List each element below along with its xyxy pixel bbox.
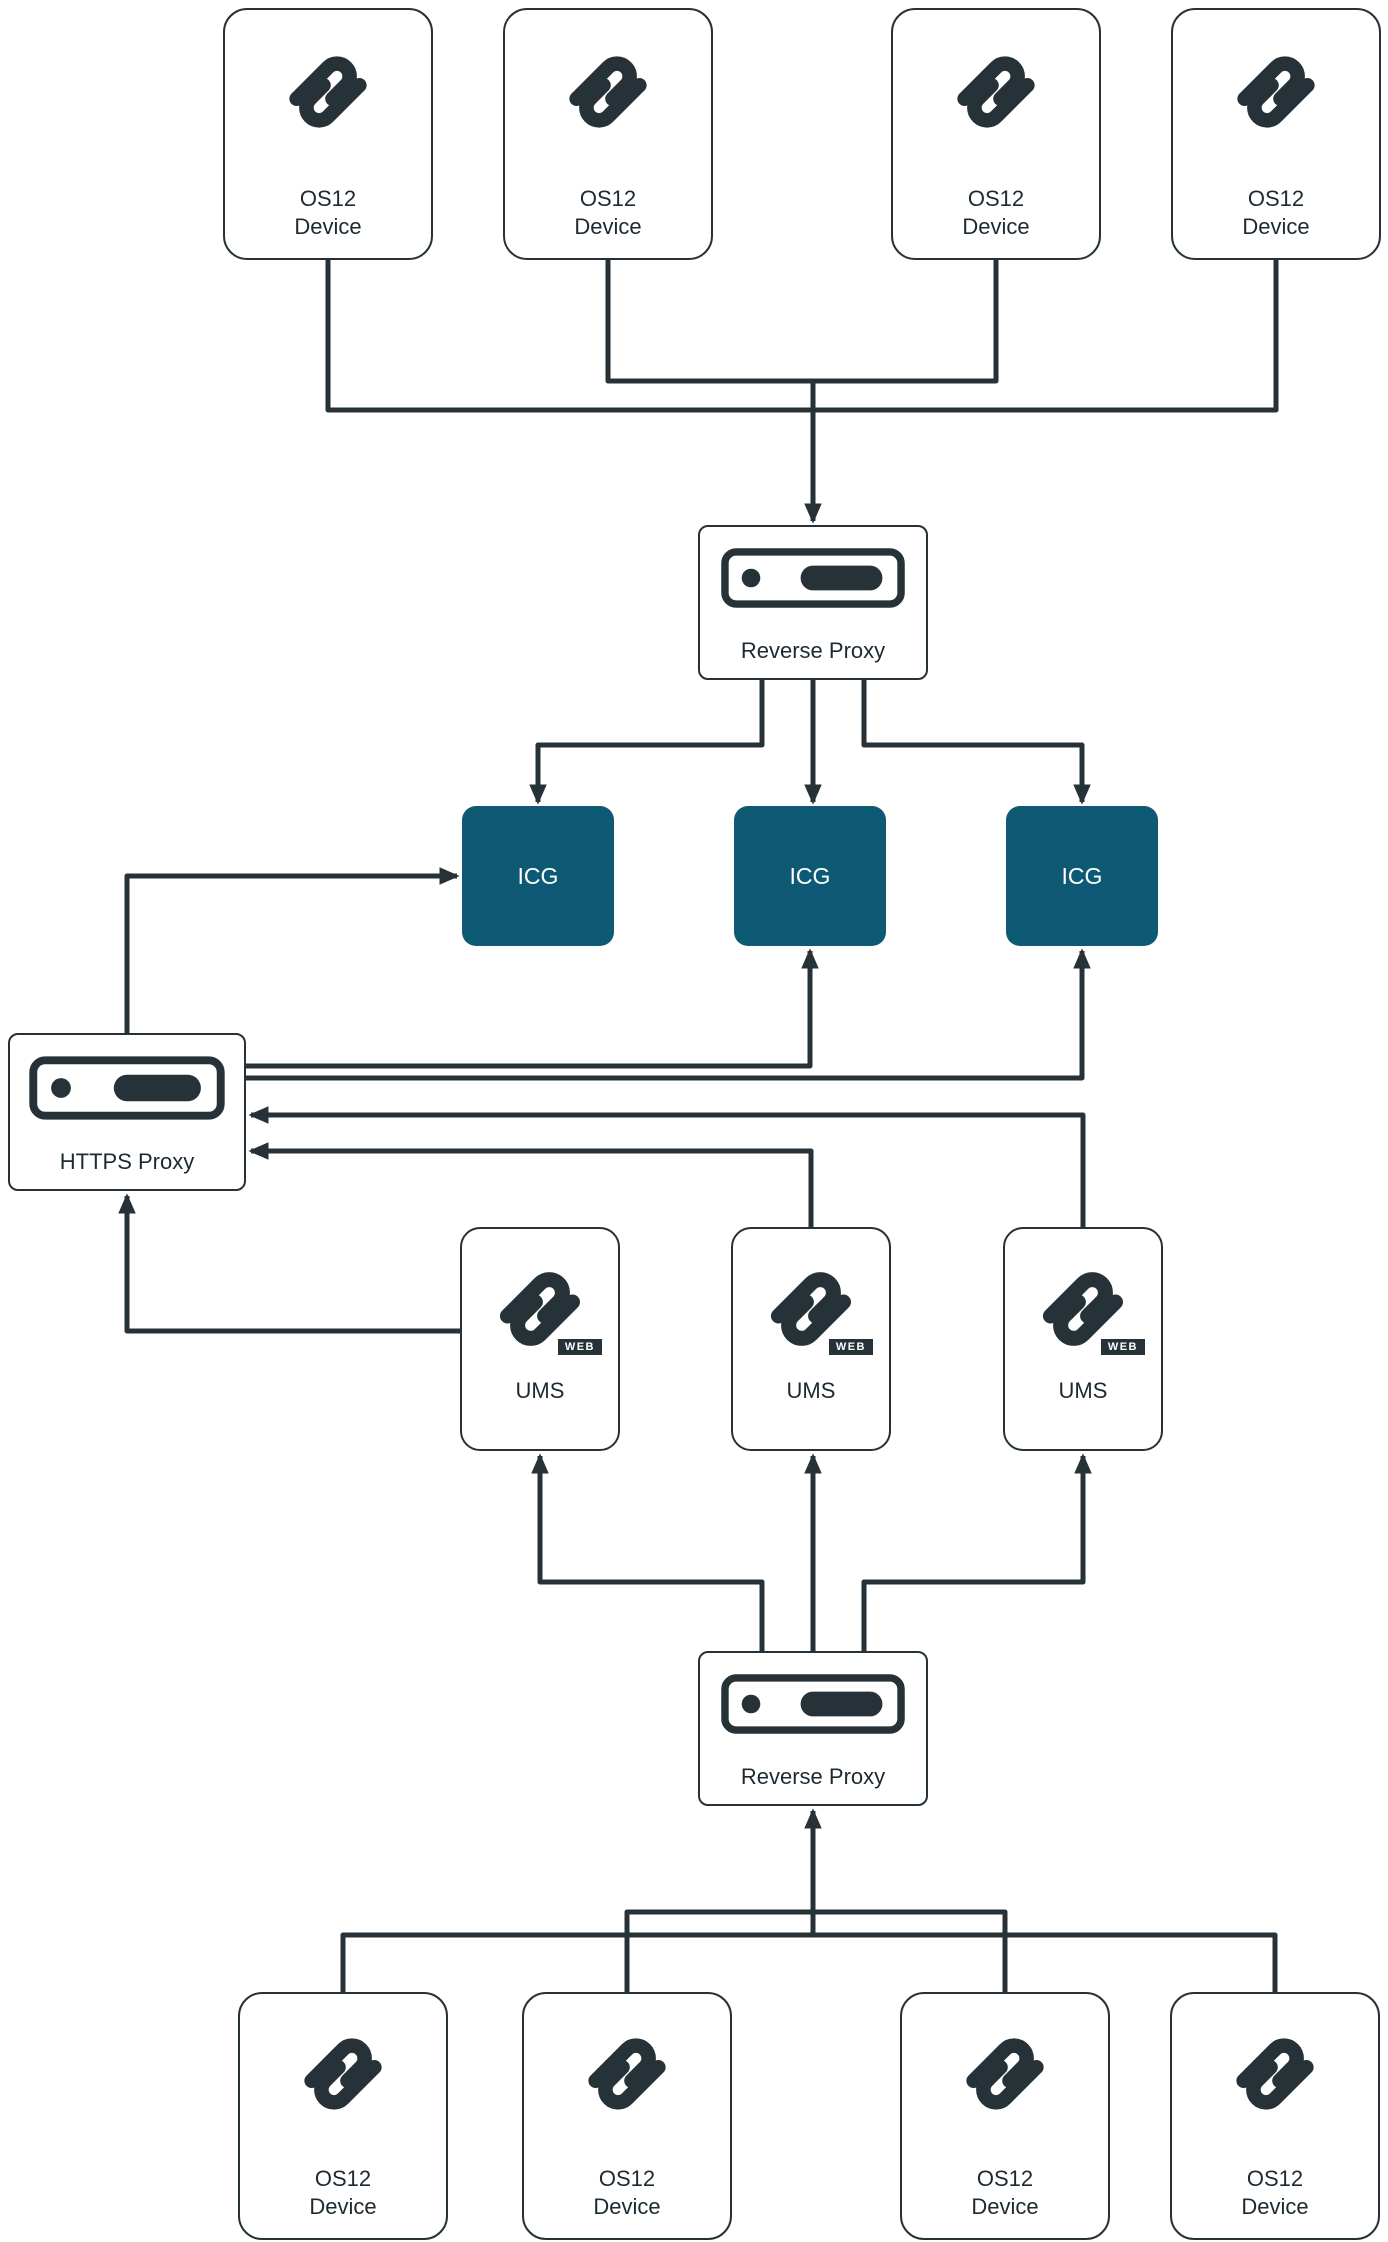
server-icon	[29, 1056, 225, 1120]
device-label: OS12 Device	[962, 185, 1030, 240]
reverse-proxy-label: Reverse Proxy	[740, 638, 886, 664]
web-badge: WEB	[1100, 1339, 1145, 1355]
ums-label: UMS	[786, 1378, 836, 1403]
https-proxy-label: HTTPS Proxy	[59, 1149, 195, 1175]
icg-label: ICG	[789, 862, 831, 889]
os12-device-node-top-1: OS12 Device	[223, 8, 433, 260]
reverse-proxy-node-bottom: Reverse Proxy	[698, 1651, 928, 1806]
os12-device-node-bottom-1: OS12 Device	[238, 1992, 448, 2240]
edge-httpsproxy-to-icg1	[124, 867, 460, 1033]
edge-reverseproxy-to-icg1	[529, 680, 765, 805]
ums-node-3: WEB UMS	[1003, 1227, 1163, 1451]
igel-os-logo-icon	[966, 2038, 1044, 2110]
ums-label: UMS	[1058, 1378, 1108, 1403]
igel-ums-logo-icon	[770, 1272, 852, 1346]
edge-reverseproxy2-to-ums1	[531, 1453, 765, 1651]
ums-logo-icon: WEB	[753, 1251, 873, 1367]
device-label: OS12 Device	[593, 2165, 661, 2220]
igel-os-logo-icon	[1236, 2038, 1314, 2110]
igel-os-logo-icon	[957, 56, 1035, 128]
web-badge: WEB	[557, 1339, 602, 1355]
edge-topdevice1-to-reverseproxy	[325, 260, 813, 413]
igel-os-logo-icon	[1237, 56, 1315, 128]
edge-httpsproxy-to-icg3	[246, 948, 1091, 1081]
device-label: OS12 Device	[294, 185, 362, 240]
os12-device-node-bottom-2: OS12 Device	[522, 1992, 732, 2240]
igel-ums-logo-icon	[499, 1272, 581, 1346]
edge-bottomdevice3-to-reverseproxy2	[813, 1909, 1008, 1992]
reverse-proxy-label: Reverse Proxy	[740, 1764, 886, 1790]
edge-ums2-to-httpsproxy	[248, 1142, 814, 1227]
os12-device-node-top-4: OS12 Device	[1171, 8, 1381, 260]
edge-topdevice2-to-reverseproxy	[605, 260, 813, 384]
web-badge: WEB	[828, 1339, 873, 1355]
igel-os-logo-icon	[289, 56, 367, 128]
edge-bottomdevice2-to-reverseproxy2	[624, 1909, 813, 1992]
igel-os-logo-icon	[569, 56, 647, 128]
edge-reverseproxy2-to-ums3	[861, 1453, 1092, 1651]
os12-device-node-bottom-3: OS12 Device	[900, 1992, 1110, 2240]
ums-node-2: WEB UMS	[731, 1227, 891, 1451]
edge-bottomdevice4-to-reverseproxy2	[813, 1932, 1278, 1992]
igel-os-logo-icon	[588, 2038, 666, 2110]
os12-device-node-top-3: OS12 Device	[891, 8, 1101, 260]
device-label: OS12 Device	[971, 2165, 1039, 2220]
ums-logo-icon: WEB	[1025, 1251, 1145, 1367]
os12-device-node-bottom-4: OS12 Device	[1170, 1992, 1380, 2240]
device-label: OS12 Device	[574, 185, 642, 240]
ums-logo-icon: WEB	[482, 1251, 602, 1367]
icg-label: ICG	[517, 862, 559, 889]
edge-bottomdevice1-to-reverseproxy2	[340, 1932, 813, 1992]
device-label: OS12 Device	[1241, 2165, 1309, 2220]
ums-node-1: WEB UMS	[460, 1227, 620, 1451]
edge-topdevice4-to-reverseproxy	[813, 260, 1279, 413]
edge-httpsproxy-to-icg2	[246, 948, 819, 1069]
icg-node-1: ICG	[462, 806, 614, 946]
icg-node-3: ICG	[1006, 806, 1158, 946]
os12-device-node-top-2: OS12 Device	[503, 8, 713, 260]
device-label: OS12 Device	[309, 2165, 377, 2220]
igel-ums-logo-icon	[1042, 1272, 1124, 1346]
device-label: OS12 Device	[1242, 185, 1310, 240]
icg-node-2: ICG	[734, 806, 886, 946]
reverse-proxy-node-top: Reverse Proxy	[698, 525, 928, 680]
ums-label: UMS	[515, 1378, 565, 1403]
edge-ums3-to-httpsproxy	[248, 1106, 1086, 1227]
https-proxy-node: HTTPS Proxy	[8, 1033, 246, 1191]
edge-reverseproxy-to-icg3	[861, 680, 1091, 805]
edge-ums1-to-httpsproxy	[118, 1193, 460, 1334]
icg-label: ICG	[1061, 862, 1103, 889]
server-icon	[721, 548, 905, 608]
server-icon	[721, 1674, 905, 1734]
igel-os-logo-icon	[304, 2038, 382, 2110]
edge-topdevice3-to-reverseproxy	[813, 260, 999, 384]
